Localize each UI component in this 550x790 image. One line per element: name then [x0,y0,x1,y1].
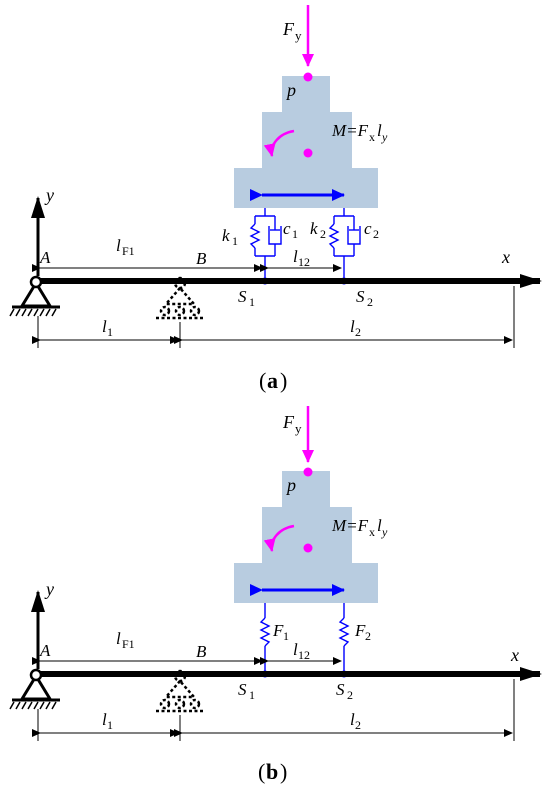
vehicle-block [234,76,378,208]
vehicle-block [234,471,378,603]
l1-sub: 1 [107,718,113,732]
l12-sub: 12 [298,648,310,662]
s2-sub: 2 [347,688,353,702]
l2-label: l [350,710,355,729]
lf1-sub: F1 [122,637,135,651]
spring-icon [259,617,271,647]
dimension-lf1: l F1 [32,629,263,665]
spring-icon [338,617,350,647]
caption-a-letter: a [267,368,278,393]
f2-sub: 2 [365,629,371,643]
fy-label: F [282,412,295,432]
k2-label: k [310,219,318,238]
f2-label: F [354,621,366,640]
s1-label: S [238,287,247,306]
p-label: p [285,80,296,100]
l1-label: l [102,317,107,336]
l1-label: l [102,710,107,729]
moment-sub-x: x [369,130,375,144]
svg-text:): ) [280,368,287,393]
f1-sub: 1 [283,629,289,643]
moment-label: M=F [331,516,369,535]
moment-sub-y: y [381,525,388,539]
lf1-label: l [116,629,121,648]
force-fy: F y p [282,406,314,495]
svg-text:(: ( [259,368,266,393]
fy-sub: y [295,28,302,43]
spring-icon [328,223,340,249]
y-axis-label: y [44,185,54,205]
point-b-label: B [196,249,207,268]
force-fy: F y p [282,5,314,100]
y-axis-label: y [44,579,54,599]
roller-support-icon [156,669,204,713]
moment-sub-y: y [381,130,388,144]
s1-sub: 1 [249,295,255,309]
dimension-l12: l 12 [260,640,342,665]
s1-sub: 1 [249,688,255,702]
l2-label: l [350,317,355,336]
point-a-label: A [39,248,51,267]
suspension-1 [249,208,282,280]
x-axis-label: x [501,247,510,267]
l12-sub: 12 [298,255,310,269]
k2-sub: 2 [320,227,326,241]
l12-label: l [293,247,298,266]
c1-sub: 1 [292,227,298,241]
c1-label: c [283,219,291,238]
moment: M=F x l y [263,516,388,553]
l2-sub: 2 [355,718,361,732]
k1-label: k [222,226,230,245]
caption-b: ( b ) [258,759,287,784]
l1-sub: 1 [107,325,113,339]
moment-l: l [377,121,382,140]
figure-a: F y p M=F x l y [9,5,542,393]
s1-label: S [238,680,247,699]
svg-text:(: ( [258,759,265,784]
dimension-l12: l 12 [260,247,342,272]
moment-l: l [377,516,382,535]
spring-2 [338,603,350,673]
l12-label: l [293,640,298,659]
point-b-label: B [196,642,207,661]
moment-label: M=F [331,121,369,140]
caption-b-letter: b [266,759,278,784]
lf1-sub: F1 [122,244,135,258]
s2-label: S [336,680,345,699]
lf1-label: l [116,236,121,255]
dimension-l1-l2: l 1 l 2 [32,679,515,741]
x-axis-label: x [510,645,519,665]
roller-support-icon [156,276,204,320]
c2-sub: 2 [373,227,379,241]
dimension-l1-l2: l 1 l 2 [32,286,515,348]
spring-icon [249,223,261,249]
s2-sub: 2 [367,295,373,309]
moment: M=F x l y [263,121,388,158]
dimension-lf1: l F1 [32,236,263,272]
caption-a: ( a ) [259,368,287,393]
s2-label: S [356,287,365,306]
svg-text:): ) [280,759,287,784]
f1-label: F [272,621,284,640]
spring-1 [259,603,271,673]
fy-sub: y [295,421,302,436]
p-label: p [285,475,296,495]
figure-b: F y p M=F x l y F 1 F 2 [9,406,542,784]
k1-sub: 1 [232,234,238,248]
moment-sub-x: x [369,525,375,539]
suspension-2 [328,208,361,280]
l2-sub: 2 [355,325,361,339]
pin-support-icon [9,275,60,317]
point-a-label: A [39,641,51,660]
fy-label: F [282,19,295,39]
c2-label: c [364,219,372,238]
pin-support-icon [9,668,60,710]
